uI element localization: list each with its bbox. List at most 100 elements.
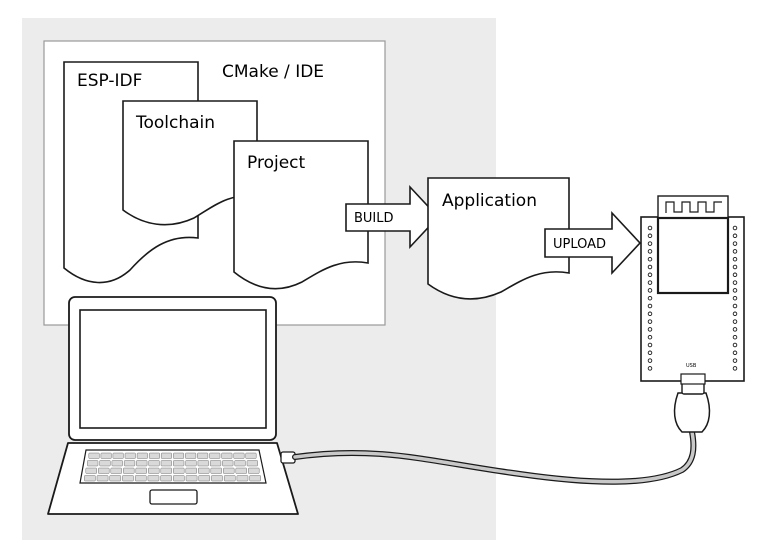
upload-arrow: UPLOAD <box>544 210 642 276</box>
keyboard-key <box>160 467 172 474</box>
application-document: Application <box>427 177 570 300</box>
keyboard-key <box>148 460 160 467</box>
keyboard-key <box>134 475 147 482</box>
keyboard-key <box>235 467 247 474</box>
header-pin <box>732 350 738 356</box>
header-pin <box>647 366 653 371</box>
keyboard-key <box>99 460 111 467</box>
project-label: Project <box>247 153 305 173</box>
keyboard-key <box>185 475 198 482</box>
keyboard-key <box>122 475 134 482</box>
keyboard-key <box>123 460 136 467</box>
keyboard-key <box>222 460 234 467</box>
laptop-touchpad <box>149 489 198 505</box>
application-label: Application <box>442 191 537 211</box>
keyboard-key <box>84 475 96 482</box>
board-pins-right <box>732 225 738 371</box>
header-pin <box>647 288 653 293</box>
project-document: Project <box>233 140 369 290</box>
keyboard-key <box>223 467 235 474</box>
header-pin <box>732 249 738 254</box>
keyboard-key <box>221 452 233 459</box>
header-pin <box>647 350 653 356</box>
keyboard-key <box>249 475 261 482</box>
keyboard-key <box>211 475 223 482</box>
keyboard-key <box>197 460 209 467</box>
header-pin <box>647 241 653 246</box>
build-label: BUILD <box>354 211 394 226</box>
usb-cable-icon <box>292 359 711 485</box>
keyboard-key <box>248 467 260 474</box>
keyboard-key <box>173 460 185 467</box>
esp-idf-label: ESP-IDF <box>77 71 142 91</box>
keyboard-key <box>234 460 246 467</box>
keyboard-key <box>198 467 210 474</box>
board-module <box>656 216 730 295</box>
header-pin <box>647 295 653 301</box>
header-pin <box>647 280 653 285</box>
keyboard-key <box>111 460 123 467</box>
header-pin <box>647 319 653 324</box>
keyboard-key <box>209 460 222 467</box>
keyboard-key <box>210 467 222 474</box>
header-pin <box>647 264 653 270</box>
keyboard-key <box>185 452 197 459</box>
header-pin <box>732 225 738 231</box>
build-arrow: BUILD <box>345 184 440 250</box>
header-pin <box>647 303 653 309</box>
keyboard-key <box>173 467 185 474</box>
keyboard-key <box>245 452 257 459</box>
keyboard-key <box>112 452 124 459</box>
header-pin <box>647 233 653 239</box>
header-pin <box>732 233 738 239</box>
antenna-trace <box>665 201 722 213</box>
keyboard-key <box>148 467 160 474</box>
header-pin <box>647 342 653 348</box>
header-pin <box>732 295 738 301</box>
usb-plug-body <box>673 392 711 433</box>
keyboard-key <box>87 460 99 467</box>
laptop-icon <box>47 296 299 515</box>
keyboard-key <box>173 475 185 482</box>
keyboard-key <box>185 460 197 467</box>
keyboard-key <box>160 460 172 467</box>
header-pin <box>647 311 653 317</box>
keyboard-key <box>185 467 197 474</box>
header-pin <box>732 342 738 348</box>
keyboard-key <box>110 467 122 474</box>
keyboard-key <box>160 452 172 459</box>
keyboard-key <box>209 452 221 459</box>
header-pin <box>732 311 738 317</box>
header-pin <box>647 256 653 262</box>
header-pin <box>732 264 738 270</box>
header-pin <box>647 225 653 231</box>
header-pin <box>732 272 738 278</box>
keyboard-key <box>124 452 136 459</box>
dev-board-icon: USB <box>640 195 745 385</box>
header-pin <box>732 327 738 332</box>
header-pin <box>647 334 653 340</box>
cmake-ide-label: CMake / IDE <box>222 62 324 82</box>
board-pins-left <box>647 225 653 371</box>
header-pin <box>732 303 738 309</box>
keyboard-key <box>135 467 147 474</box>
keyboard-key <box>160 475 172 482</box>
laptop-keyboard <box>79 449 267 484</box>
header-pin <box>732 319 738 324</box>
keyboard-key <box>96 475 109 482</box>
keyboard-key <box>98 467 110 474</box>
toolchain-label: Toolchain <box>135 113 215 133</box>
keyboard-key <box>198 475 210 482</box>
board-antenna-area <box>657 195 729 219</box>
laptop-screen <box>79 309 267 429</box>
keyboard-key <box>236 475 249 482</box>
header-pin <box>732 366 738 371</box>
keyboard-key <box>123 467 135 474</box>
board-usb-port <box>680 373 706 385</box>
header-pin <box>732 358 738 363</box>
header-pin <box>732 334 738 340</box>
upload-label: UPLOAD <box>553 237 606 252</box>
header-pin <box>732 288 738 293</box>
